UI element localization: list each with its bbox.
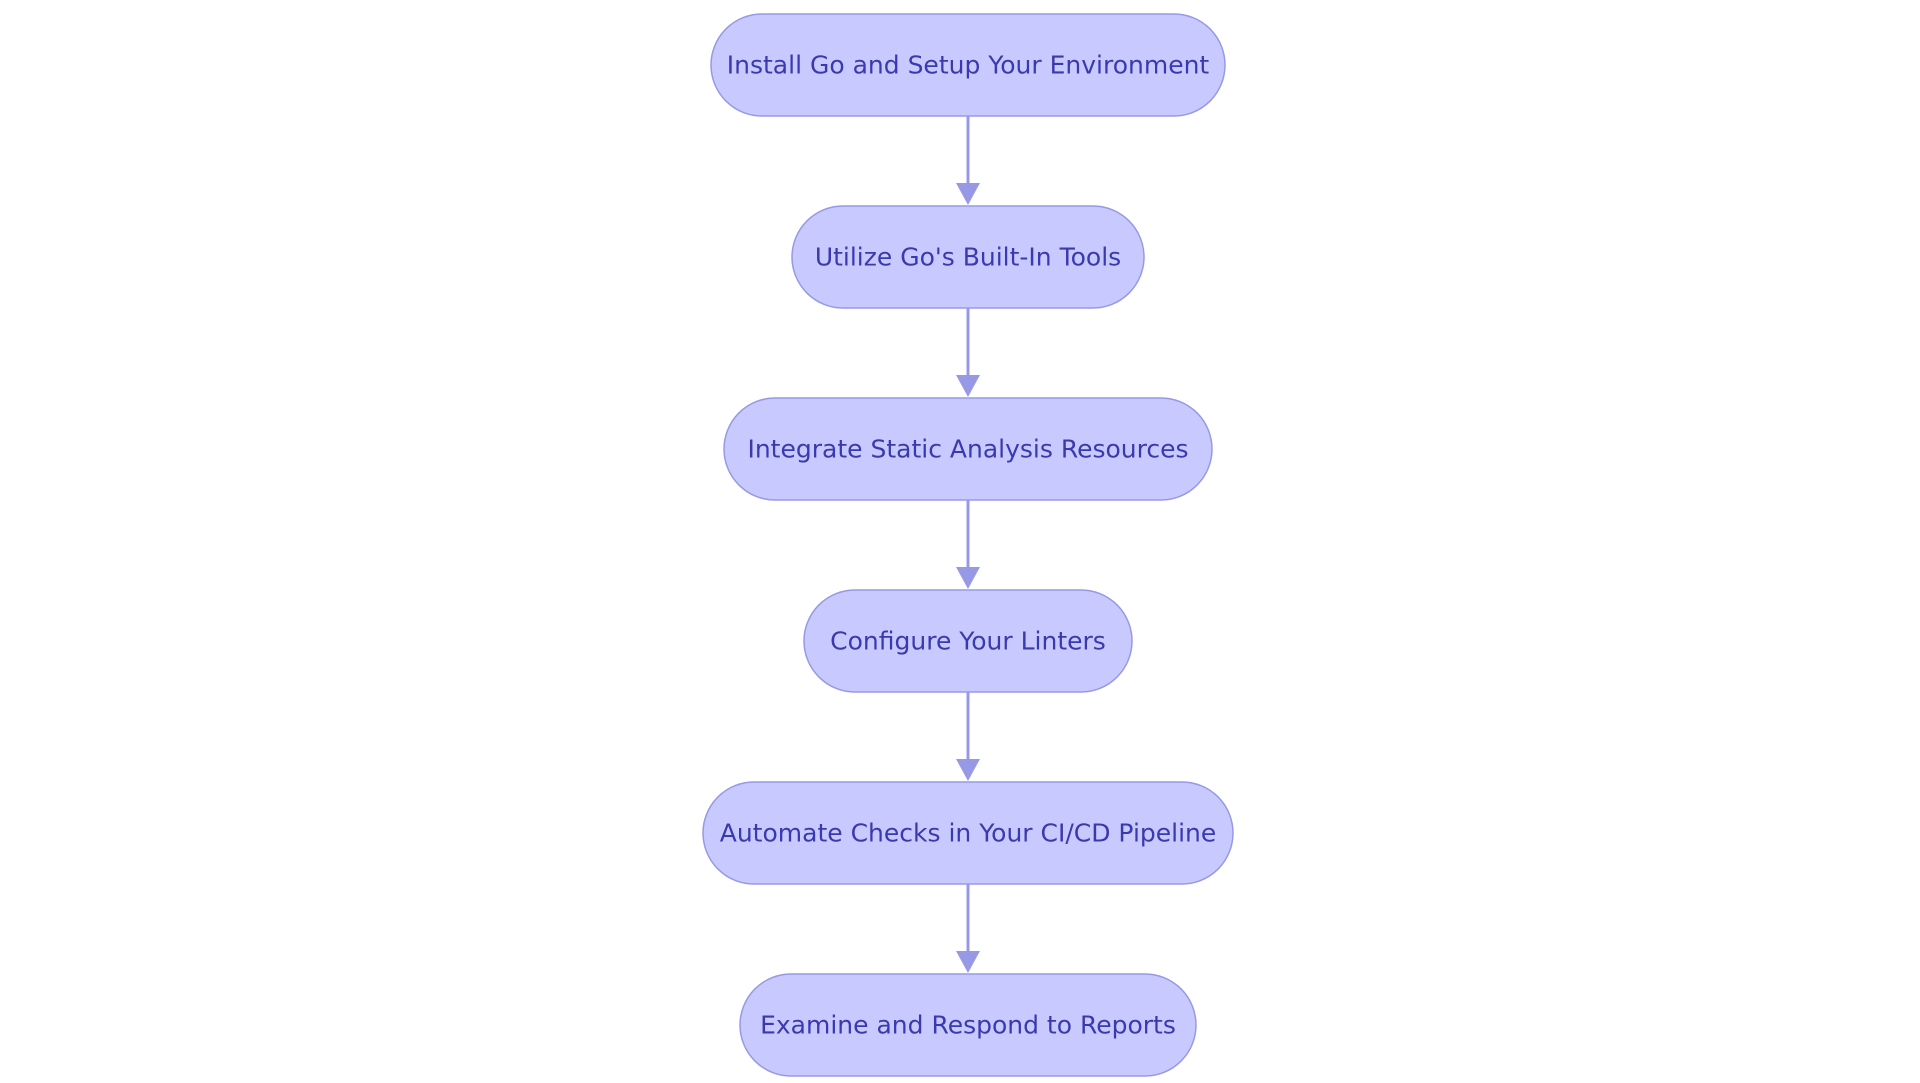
flow-node-label: Examine and Respond to Reports [760,1011,1176,1040]
flow-node-label: Integrate Static Analysis Resources [747,435,1188,464]
flow-node-install-go: Install Go and Setup Your Environment [710,13,1226,117]
flow-node-shape [739,973,1197,1077]
flow-node-linters: Configure Your Linters [803,589,1133,693]
flow-node-label: Install Go and Setup Your Environment [727,51,1210,80]
nodes-layer: Install Go and Setup Your EnvironmentUti… [702,13,1234,1077]
flow-node-ci-cd: Automate Checks in Your CI/CD Pipeline [702,781,1234,885]
flow-node-built-in-tools: Utilize Go's Built-In Tools [791,205,1145,309]
flow-node-shape [723,397,1213,501]
flow-node-static-analysis: Integrate Static Analysis Resources [723,397,1213,501]
flow-node-label: Utilize Go's Built-In Tools [815,243,1121,272]
flow-node-label: Automate Checks in Your CI/CD Pipeline [720,819,1217,848]
flow-node-reports: Examine and Respond to Reports [739,973,1197,1077]
flow-node-shape [710,13,1226,117]
flow-node-shape [702,781,1234,885]
flow-node-shape [803,589,1133,693]
flow-node-label: Configure Your Linters [830,627,1106,656]
flow-node-shape [791,205,1145,309]
